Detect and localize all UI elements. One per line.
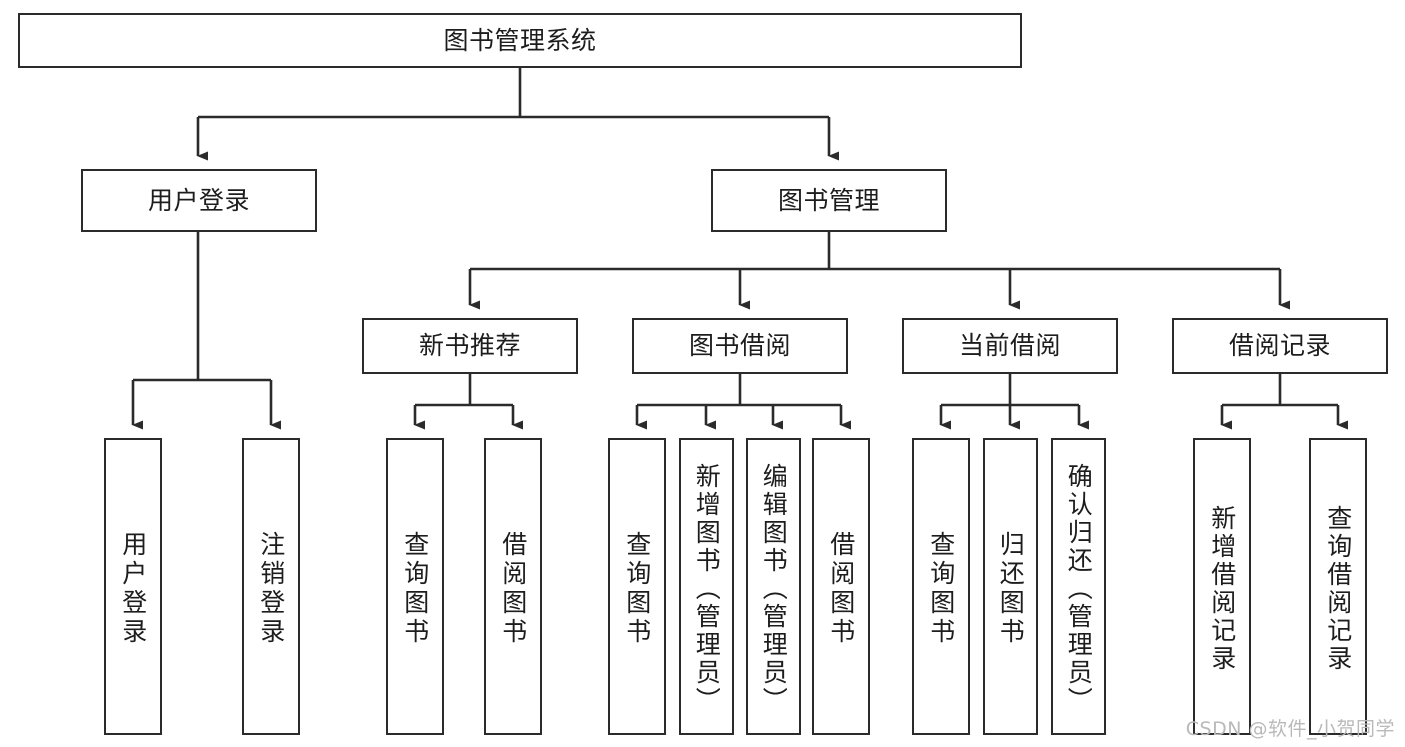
node-label: 查询图书 xyxy=(926,530,956,647)
node-leaf-borrow-book[interactable]: 借阅图书 xyxy=(812,438,870,735)
node-label: 图书管理系统 xyxy=(443,25,597,55)
node-level1-book-management[interactable]: 图书管理 xyxy=(711,169,947,232)
node-label: 查询借阅记录 xyxy=(1323,504,1353,673)
node-leaf-add-borrow-record[interactable]: 新增借阅记录 xyxy=(1193,438,1251,735)
node-label: 归还图书 xyxy=(996,530,1026,647)
node-level2-book-borrow[interactable]: 图书借阅 xyxy=(632,318,848,374)
node-leaf-add-book-admin[interactable]: 新增图书（管理员） xyxy=(679,438,734,735)
node-level1-user-login[interactable]: 用户登录 xyxy=(81,169,317,232)
node-label: 新增图书（管理员） xyxy=(692,462,722,715)
node-label: 确认归还（管理员） xyxy=(1064,462,1094,715)
node-leaf-edit-book-admin[interactable]: 编辑图书（管理员） xyxy=(746,438,801,735)
node-label: 图书借阅 xyxy=(688,331,791,361)
node-level2-new-book-recommend[interactable]: 新书推荐 xyxy=(362,318,578,374)
node-label: 注销登录 xyxy=(256,530,286,647)
node-leaf-logout[interactable]: 注销登录 xyxy=(242,438,300,735)
node-label: 查询图书 xyxy=(400,530,430,647)
node-leaf-borrow-book-recommend[interactable]: 借阅图书 xyxy=(484,438,542,735)
node-root-system[interactable]: 图书管理系统 xyxy=(18,13,1022,68)
node-label: 借阅记录 xyxy=(1228,331,1331,361)
node-label: 新增借阅记录 xyxy=(1207,504,1237,673)
node-label: 查询图书 xyxy=(622,530,652,647)
node-label: 借阅图书 xyxy=(498,530,528,647)
node-label: 用户登录 xyxy=(147,185,250,215)
node-label: 当前借阅 xyxy=(958,331,1061,361)
node-level2-current-borrow[interactable]: 当前借阅 xyxy=(902,318,1118,374)
node-leaf-query-book-recommend[interactable]: 查询图书 xyxy=(386,438,444,735)
node-level2-borrow-record[interactable]: 借阅记录 xyxy=(1172,318,1388,374)
node-label: 编辑图书（管理员） xyxy=(759,462,789,715)
node-leaf-user-login[interactable]: 用户登录 xyxy=(104,438,162,735)
node-label: 新书推荐 xyxy=(418,331,521,361)
watermark-text: CSDN @软件_小贺同学 xyxy=(1185,718,1395,740)
node-leaf-query-borrow-record[interactable]: 查询借阅记录 xyxy=(1309,438,1367,735)
node-label: 图书管理 xyxy=(777,185,880,215)
node-label: 用户登录 xyxy=(118,530,148,647)
node-leaf-query-book-current[interactable]: 查询图书 xyxy=(912,438,970,735)
node-leaf-confirm-return-admin[interactable]: 确认归还（管理员） xyxy=(1051,438,1106,735)
node-leaf-return-book[interactable]: 归还图书 xyxy=(983,438,1038,735)
node-label: 借阅图书 xyxy=(826,530,856,647)
node-leaf-query-book-borrow[interactable]: 查询图书 xyxy=(608,438,666,735)
